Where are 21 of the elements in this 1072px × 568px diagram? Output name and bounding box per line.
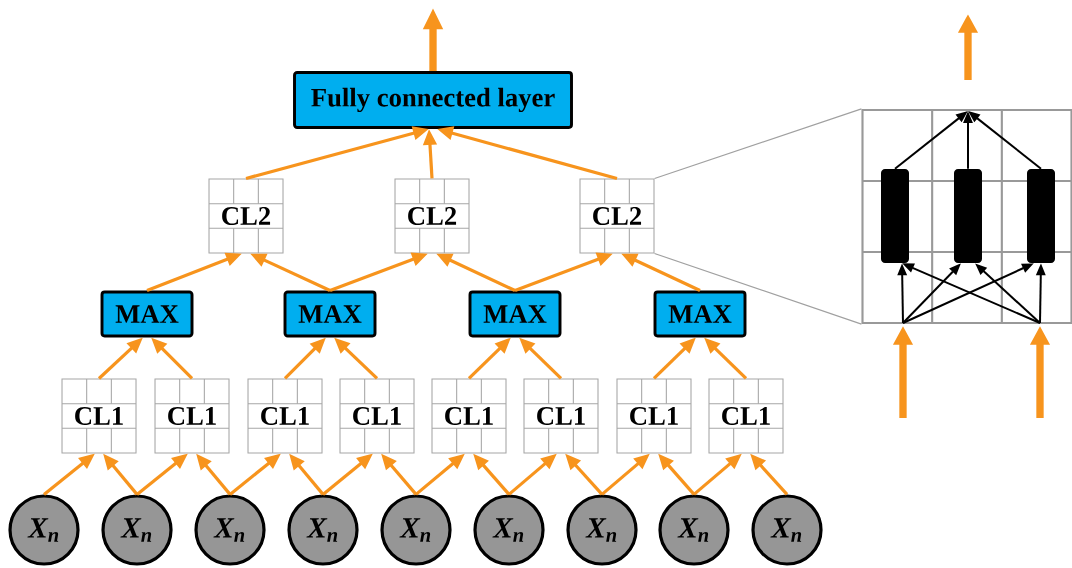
layer-box: MAX [283, 290, 377, 338]
layer-box: MAX [653, 290, 747, 338]
grid-box: CL1 [154, 378, 230, 454]
layer-box: MAX [100, 290, 194, 338]
layer-box: MAX [468, 290, 562, 338]
grid-box: CL1 [431, 378, 507, 454]
layer-box: Fully connected layer [293, 71, 573, 129]
unit-bar [1027, 169, 1055, 263]
unit-bar [881, 169, 909, 263]
grid-box: CL2 [394, 178, 470, 254]
grid-box: CL1 [708, 378, 784, 454]
grid-box: CL1 [616, 378, 692, 454]
grid-box: CL2 [208, 178, 284, 254]
zoom-line [653, 252, 863, 325]
zoom-line [653, 108, 863, 180]
grid-box: CL2 [579, 178, 655, 254]
grid-box: CL1 [61, 378, 137, 454]
grid-box: CL1 [339, 378, 415, 454]
unit-bar [954, 169, 982, 263]
grid-box: CL1 [247, 378, 323, 454]
grid-box: CL1 [523, 378, 599, 454]
